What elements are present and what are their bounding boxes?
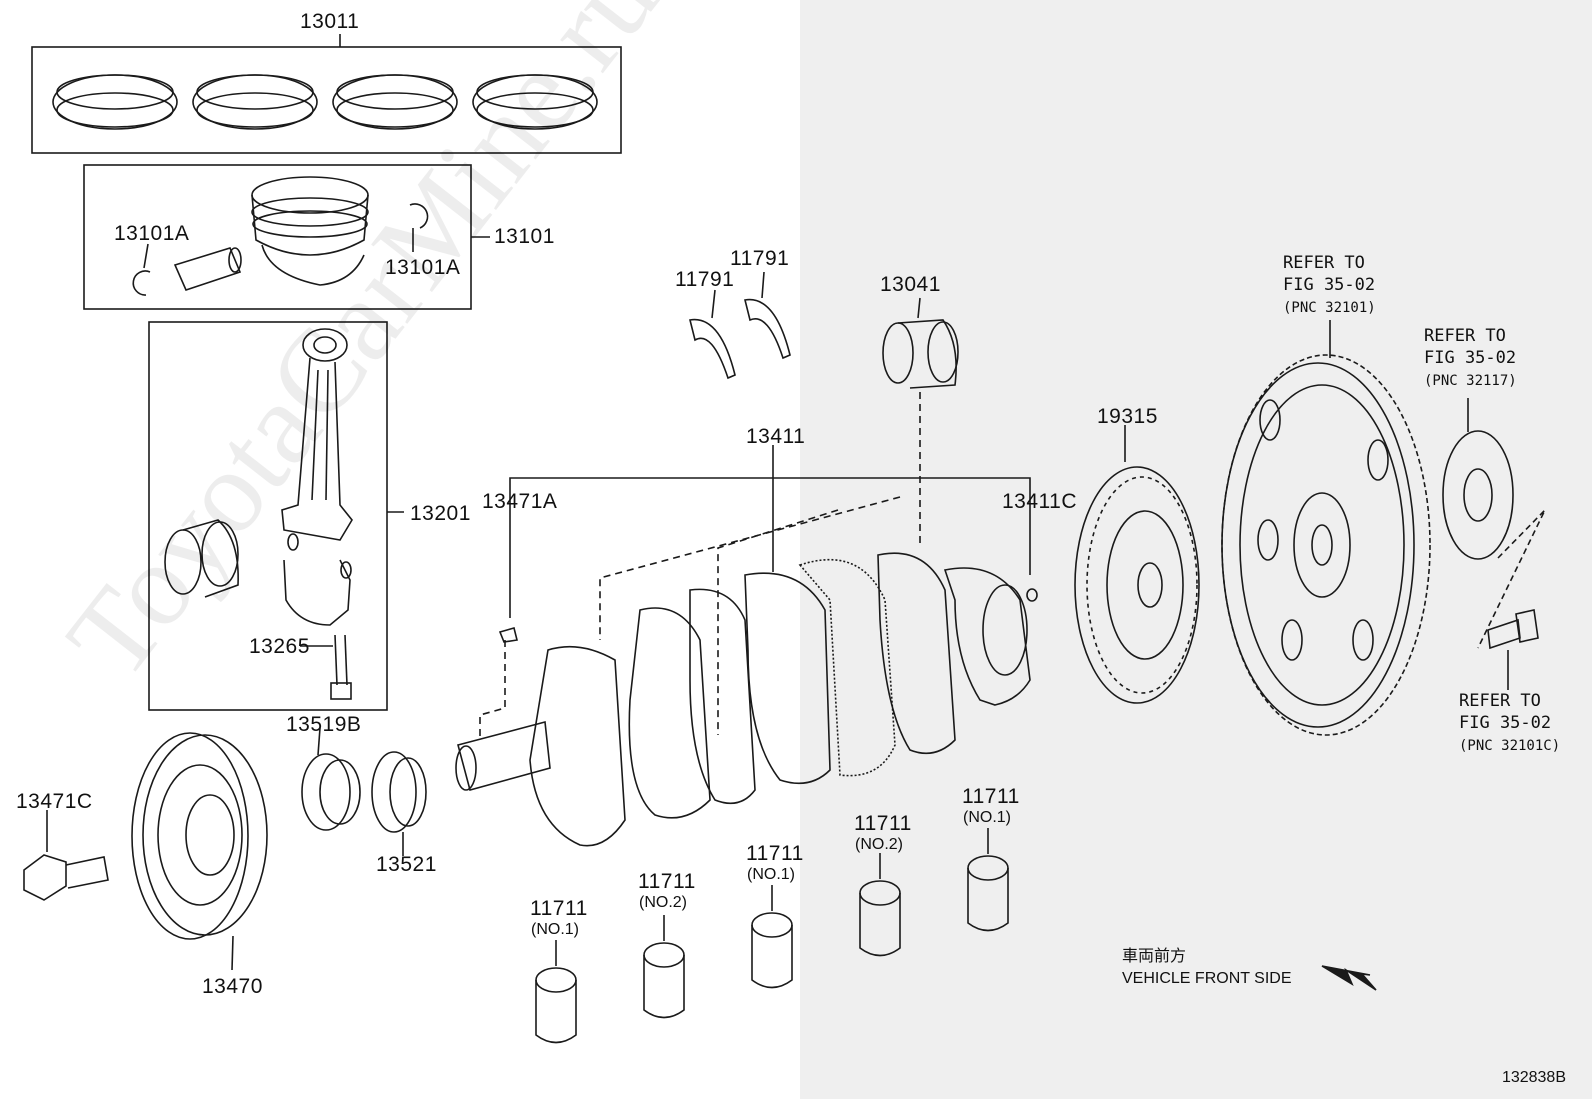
part-label-11711-5: 11711 (962, 785, 1020, 808)
piston-pin (173, 247, 242, 291)
vehicle-front-english: VEHICLE FRONT SIDE (1122, 970, 1292, 987)
crankshaft (455, 552, 1031, 847)
bearing-size-label-5: (NO.1) (963, 809, 1011, 826)
piston-ring-3 (332, 74, 458, 130)
main-bearing-1 (535, 940, 577, 1044)
crankshaft-timing-gear (371, 751, 427, 856)
part-label-11791-a: 11791 (675, 268, 735, 291)
drive-plate (1074, 425, 1200, 704)
pulley-bolt (23, 810, 109, 901)
part-label-13011: 13011 (300, 10, 360, 33)
flywheel-plate (1442, 398, 1546, 649)
part-label-13265: 13265 (249, 635, 310, 658)
vehicle-front-note: 車両前方 VEHICLE FRONT SIDE (1122, 946, 1292, 990)
thrust-washer-2 (744, 271, 791, 360)
part-label-13101a-left: 13101A (114, 222, 190, 245)
piston (251, 176, 369, 286)
part-label-13471c: 13471C (16, 790, 93, 813)
bearing-size-label-2: (NO.2) (639, 894, 687, 911)
vehicle-front-japanese: 車両前方 (1122, 948, 1187, 965)
main-bearing-5 (967, 828, 1009, 932)
piston-ring-1 (52, 74, 178, 130)
part-label-19315: 19315 (1097, 405, 1158, 428)
crankshaft-timing-sprocket (301, 727, 361, 831)
part-label-13201: 13201 (410, 502, 471, 525)
piston-ring-set (31, 34, 622, 154)
part-label-13521: 13521 (376, 853, 437, 876)
reference-note-32101c: REFER TO FIG 35-02 (PNC 32101C) (1459, 691, 1561, 754)
connecting-rod-bolt (300, 634, 352, 700)
crankshaft-leader (479, 445, 1038, 738)
main-bearing-3 (751, 885, 793, 989)
part-label-13470: 13470 (202, 975, 263, 998)
main-bearing-4 (859, 853, 901, 957)
crankshaft-pulley (131, 732, 268, 971)
part-label-13411: 13411 (746, 425, 806, 448)
snap-ring-right (409, 203, 429, 229)
reference-note-32101: REFER TO FIG 35-02 (PNC 32101) (1283, 253, 1376, 316)
bearing-size-label-3: (NO.1) (747, 866, 795, 883)
piston-ring-2 (192, 74, 318, 130)
bearing-size-label-4: (NO.2) (855, 836, 903, 853)
flywheel (1221, 320, 1431, 736)
part-label-11711-1: 11711 (530, 897, 588, 920)
part-label-13519b: 13519B (286, 713, 362, 736)
part-label-11711-4: 11711 (854, 812, 912, 835)
connecting-rod (281, 328, 353, 626)
reference-note-32117: REFER TO FIG 35-02 (PNC 32117) (1424, 326, 1517, 389)
piston-sub-assembly (83, 164, 490, 310)
part-label-13411c: 13411C (1002, 490, 1078, 513)
piston-ring-4 (472, 74, 598, 130)
vehicle-front-arrow-icon (1321, 965, 1377, 991)
part-label-11711-3: 11711 (746, 842, 804, 865)
part-label-13101a-right: 13101A (385, 256, 461, 279)
part-label-11791-b: 11791 (730, 247, 790, 270)
snap-ring-left (132, 270, 151, 296)
main-bearing-2 (643, 915, 685, 1019)
part-label-13101: 13101 (494, 225, 555, 248)
connecting-rod-bearing (164, 519, 239, 598)
thrust-washer-1 (689, 289, 736, 380)
part-label-13041: 13041 (880, 273, 941, 296)
connecting-rod-sub-assembly (148, 321, 404, 711)
part-label-11711-2: 11711 (638, 870, 696, 893)
bearing-size-label-1: (NO.1) (531, 921, 579, 938)
figure-id: 132838B (1501, 1069, 1566, 1086)
bushing-13041 (882, 297, 959, 545)
flywheel-bolt (1487, 609, 1539, 690)
part-label-13471a: 13471A (482, 490, 558, 513)
